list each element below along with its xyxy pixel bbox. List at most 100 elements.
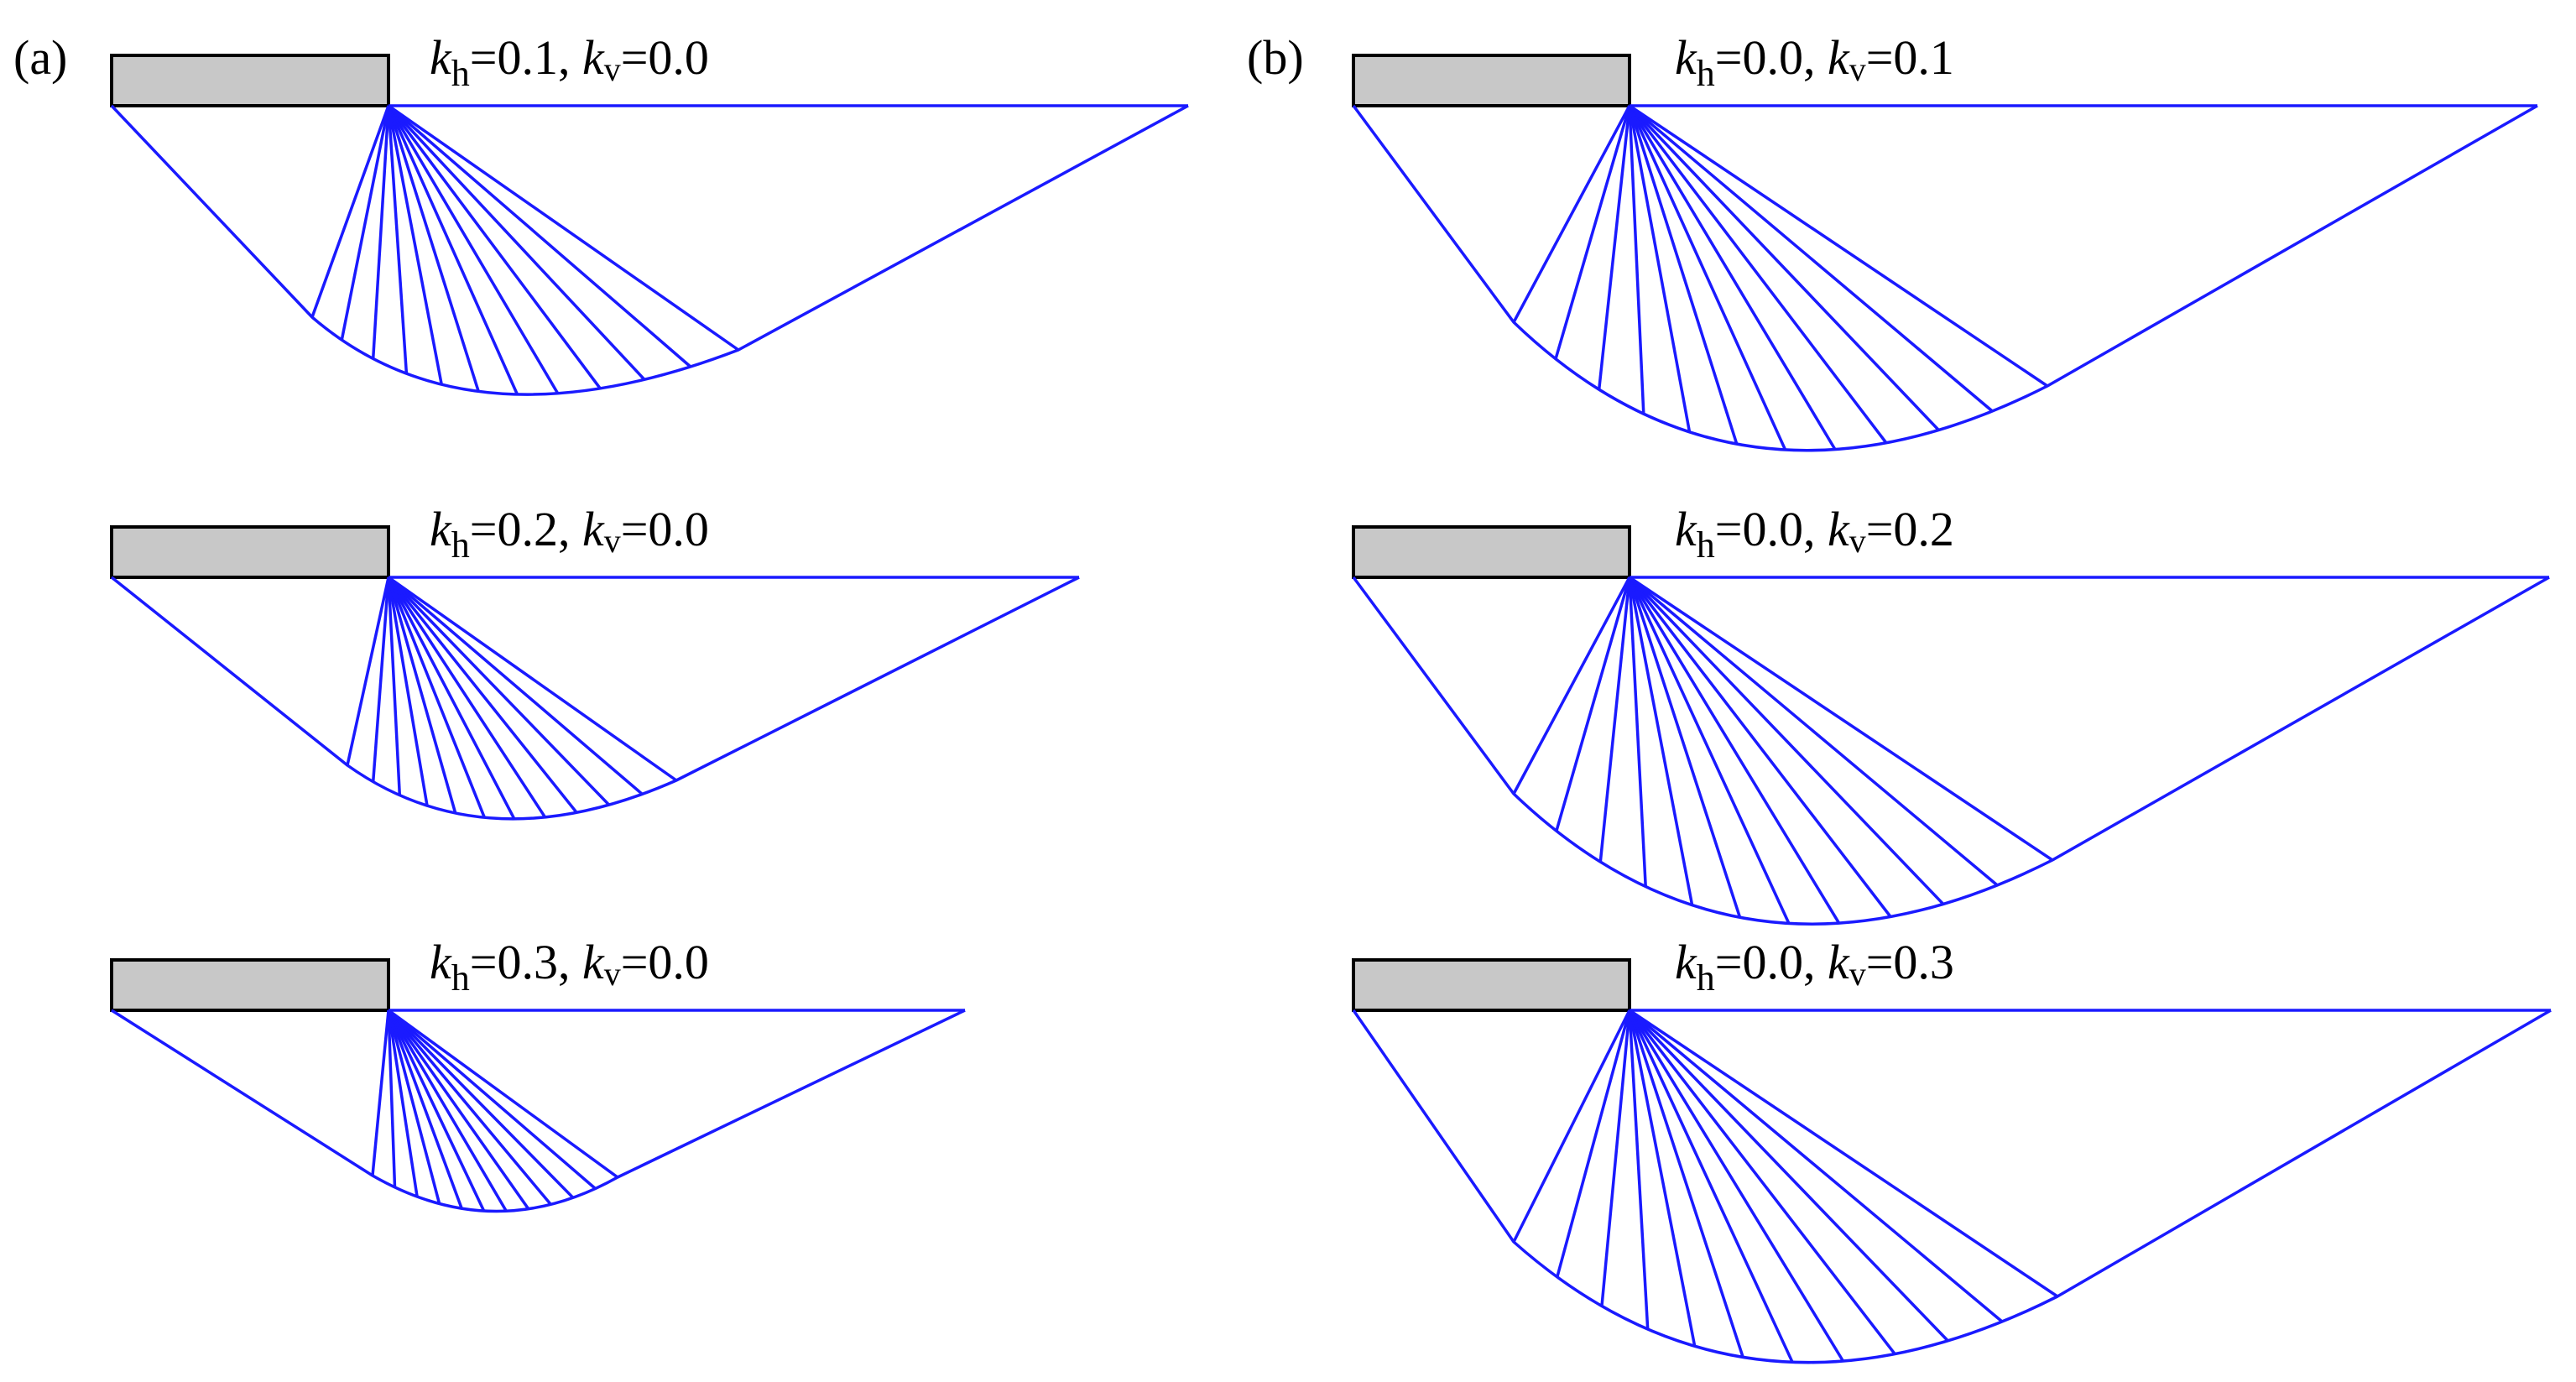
- mechanism-b-3: [1352, 958, 2552, 1364]
- fan-line: [387, 104, 646, 381]
- case-label: kh=0.0, kv=0.2: [1675, 502, 1954, 566]
- failure-surface: [1352, 576, 2550, 926]
- fan-line: [387, 1009, 441, 1204]
- fan-line: [371, 105, 390, 359]
- fan-line: [1628, 1009, 1650, 1330]
- fan-line: [387, 1009, 397, 1187]
- fan-line: [1628, 1009, 1697, 1347]
- fan-line: [387, 1009, 552, 1206]
- fan-line: [1628, 576, 1742, 918]
- fan-line: [1512, 1009, 1631, 1243]
- fan-line: [387, 105, 560, 394]
- fan-line: [387, 576, 611, 806]
- fan-line: [1628, 1009, 1844, 1362]
- fan-line: [1628, 105, 1837, 451]
- footing: [110, 525, 390, 579]
- fan-line: [371, 576, 390, 782]
- fan-line: [1628, 1009, 1896, 1355]
- fan-line: [1628, 1009, 2004, 1323]
- fan-line: [1628, 105, 1739, 445]
- fan-line: [387, 576, 402, 795]
- fan-line: [1512, 105, 1631, 323]
- fan-line: [387, 105, 480, 392]
- fan-line: [371, 1009, 390, 1176]
- panel-label: (b): [1247, 30, 1304, 85]
- fan-line: [387, 576, 644, 795]
- case-label: kh=0.0, kv=0.1: [1675, 30, 1954, 94]
- footing: [1352, 54, 1631, 107]
- fan-line: [1628, 576, 1694, 905]
- fan-line: [387, 1009, 419, 1197]
- fan-line: [1512, 576, 1631, 795]
- fan-line: [387, 1009, 463, 1209]
- fan-line: [387, 1009, 575, 1199]
- failure-surface: [1352, 1009, 2552, 1364]
- fan-line: [387, 104, 602, 389]
- fan-line: [1628, 576, 1647, 887]
- footing: [1352, 525, 1631, 579]
- fan-line: [1554, 105, 1631, 360]
- fan-line: [1628, 1009, 1794, 1364]
- fan-line: [346, 576, 390, 766]
- mechanism-a-1: [110, 54, 1189, 396]
- fan-line: [1628, 1009, 1949, 1343]
- fan-line: [1628, 105, 1692, 433]
- fan-line: [1628, 104, 1994, 413]
- failure-surface: [110, 104, 1189, 396]
- fan-line: [387, 1009, 508, 1213]
- fan-line: [387, 576, 578, 814]
- fan-line: [1629, 104, 2048, 388]
- fan-line: [387, 105, 409, 374]
- fan-line: [387, 105, 519, 395]
- mechanism-b-2: [1352, 525, 2550, 926]
- fan-line: [1628, 576, 1892, 918]
- case-label: kh=0.3, kv=0.0: [430, 935, 709, 999]
- fan-line: [387, 576, 457, 814]
- case-label: kh=0.1, kv=0.0: [430, 30, 709, 94]
- fan-line: [1600, 1009, 1631, 1306]
- fan-line: [1629, 1009, 2058, 1298]
- fan-line: [1628, 576, 1841, 925]
- fan-line: [1628, 104, 1940, 431]
- fan-line: [1628, 576, 1791, 925]
- fan-line: [387, 576, 547, 818]
- fan-line: [387, 1009, 486, 1212]
- fan-line: [1628, 1009, 1744, 1358]
- footing: [1352, 958, 1631, 1012]
- fan-line: [1597, 105, 1631, 390]
- fan-line: [387, 1009, 597, 1190]
- failure-surface: [1352, 104, 2538, 452]
- fan-line: [387, 576, 486, 818]
- fan-line: [1598, 576, 1631, 863]
- fan-line: [1629, 576, 2053, 862]
- mechanism-a-2: [110, 525, 1080, 821]
- case-label: kh=0.2, kv=0.0: [430, 502, 709, 566]
- panel-label: (a): [13, 30, 67, 85]
- fan-line: [387, 104, 740, 352]
- fan-line: [387, 576, 429, 806]
- failure-surface: [111, 1009, 966, 1213]
- fan-line: [1555, 576, 1631, 832]
- fan-line: [387, 1009, 530, 1210]
- fan-line: [1628, 105, 1787, 451]
- footing: [110, 958, 390, 1012]
- fan-line: [310, 105, 390, 318]
- fan-line: [1628, 576, 1999, 887]
- failure-surface: [110, 576, 1080, 821]
- fan-line: [1628, 576, 1945, 905]
- footing: [110, 54, 390, 107]
- fan-line: [1628, 105, 1645, 415]
- mechanism-a-3: [110, 958, 966, 1213]
- fan-line: [387, 576, 678, 782]
- fan-line: [1556, 1009, 1631, 1278]
- fan-line: [387, 576, 516, 820]
- fan-line: [1628, 104, 1888, 444]
- mechanism-b-1: [1352, 54, 2538, 452]
- fan-line: [340, 105, 390, 341]
- fan-line: [387, 105, 443, 385]
- fan-line: [387, 1009, 619, 1179]
- fan-line: [387, 104, 692, 368]
- case-label: kh=0.0, kv=0.3: [1675, 935, 1954, 999]
